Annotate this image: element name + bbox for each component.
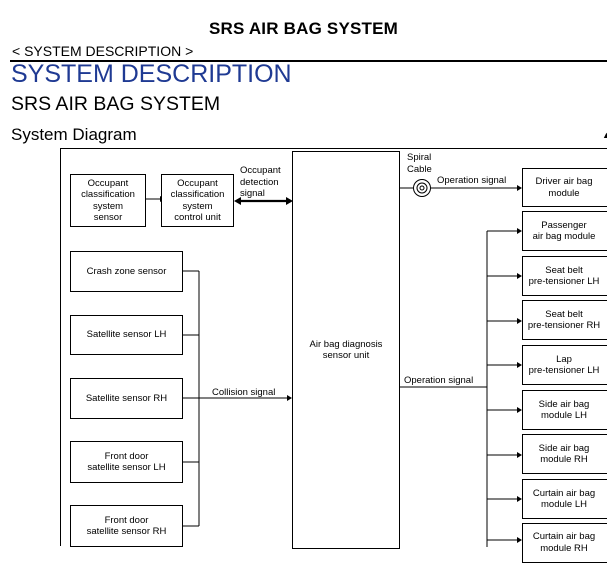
satellite-sensor-lh: Satellite sensor LH: [70, 315, 183, 355]
corner-mark: ▲: [602, 130, 607, 140]
diagram-heading: System Diagram: [11, 125, 137, 144]
seat-belt-pre-tensioner-lh: Seat belt pre-tensioner LH: [522, 256, 607, 296]
spiral-cable-label: Spiral Cable: [407, 152, 432, 175]
side-air-bag-module-lh: Side air bag module LH: [522, 390, 607, 430]
header-rule: [10, 60, 607, 62]
side-air-bag-module-rh: Side air bag module RH: [522, 434, 607, 474]
satellite-sensor-rh: Satellite sensor RH: [70, 378, 183, 419]
section-title: SYSTEM DESCRIPTION: [11, 60, 292, 88]
air-bag-diagnosis-sensor-unit: Air bag diagnosis sensor unit: [292, 151, 400, 549]
occupant-detection-signal-label: Occupant detection signal: [240, 165, 281, 199]
passenger-air-bag-module: Passenger air bag module: [522, 211, 607, 251]
occupant-classification-sensor: Occupant classification system sensor: [70, 174, 146, 227]
breadcrumb: < SYSTEM DESCRIPTION >: [12, 43, 194, 59]
curtain-air-bag-module-lh: Curtain air bag module LH: [522, 479, 607, 519]
system-diagram: Occupant classification system sensor Oc…: [60, 148, 607, 563]
curtain-air-bag-module-rh: Curtain air bag module RH: [522, 523, 607, 563]
page-subtitle: SRS AIR BAG SYSTEM: [11, 93, 221, 115]
operation-signal-top-label: Operation signal: [437, 175, 507, 186]
collision-signal-label: Collision signal: [212, 387, 276, 398]
page-header: SRS AIR BAG SYSTEM: [208, 19, 399, 38]
front-door-satellite-sensor-lh: Front door satellite sensor LH: [70, 441, 183, 483]
front-door-satellite-sensor-rh: Front door satellite sensor RH: [70, 505, 183, 547]
crash-zone-sensor: Crash zone sensor: [70, 251, 183, 292]
operation-signal-mid-label: Operation signal: [404, 375, 474, 386]
occupant-classification-control-unit: Occupant classification system control u…: [161, 174, 234, 227]
diagram-connectors: [146, 179, 522, 547]
driver-air-bag-module: Driver air bag module: [522, 168, 607, 207]
seat-belt-pre-tensioner-rh: Seat belt pre-tensioner RH: [522, 300, 607, 340]
lap-pre-tensioner-lh: Lap pre-tensioner LH: [522, 345, 607, 385]
